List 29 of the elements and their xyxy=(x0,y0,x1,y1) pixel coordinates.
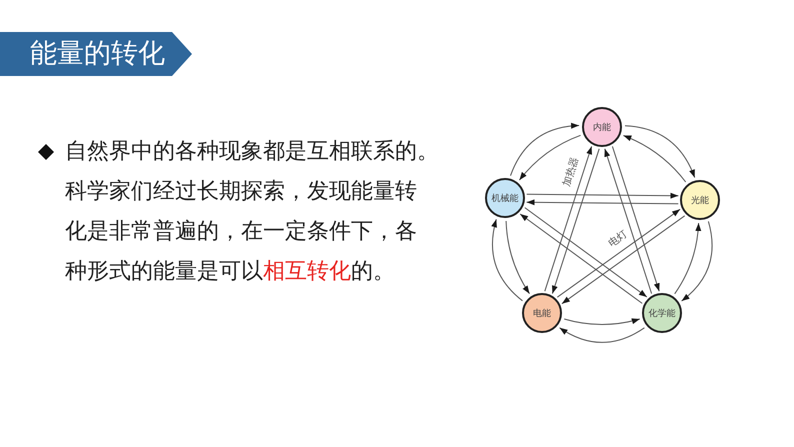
body-text: 科学家们经过长期探索，发现能量转化是非常普遍的，在一定条件下，各种形式的能量是可以相互转化的。 xyxy=(65,178,418,286)
body-text: 自然界中的各种现象都是互相联系的。 xyxy=(65,138,440,166)
curved-arrow xyxy=(559,327,645,343)
arrow xyxy=(612,146,660,292)
curved-arrow xyxy=(624,125,696,178)
arrow xyxy=(524,207,648,298)
arrow xyxy=(526,192,679,199)
arrow xyxy=(604,148,652,294)
circle-node: 电能 xyxy=(522,293,562,333)
curved-arrow xyxy=(518,134,582,181)
curved-arrow xyxy=(674,222,702,294)
edge-label: 加热器 xyxy=(560,156,581,188)
arrow xyxy=(552,148,600,294)
arrow xyxy=(526,199,679,206)
curved-arrow xyxy=(622,135,686,182)
arrow xyxy=(556,208,681,298)
title-banner: 能量的转化 xyxy=(0,32,192,76)
circle-node: 机械能 xyxy=(485,178,525,218)
curved-arrow xyxy=(510,123,580,176)
arrow xyxy=(544,146,592,292)
arrow xyxy=(561,215,686,304)
curved-arrow xyxy=(681,220,713,302)
circle-node: 内能 xyxy=(582,107,622,147)
curved-arrow xyxy=(506,220,530,294)
circle-node: 化学能 xyxy=(642,293,682,333)
curved-arrow xyxy=(491,218,523,302)
arrow xyxy=(520,214,643,304)
curved-arrow xyxy=(564,318,640,325)
circle-node: 光能 xyxy=(680,180,720,220)
